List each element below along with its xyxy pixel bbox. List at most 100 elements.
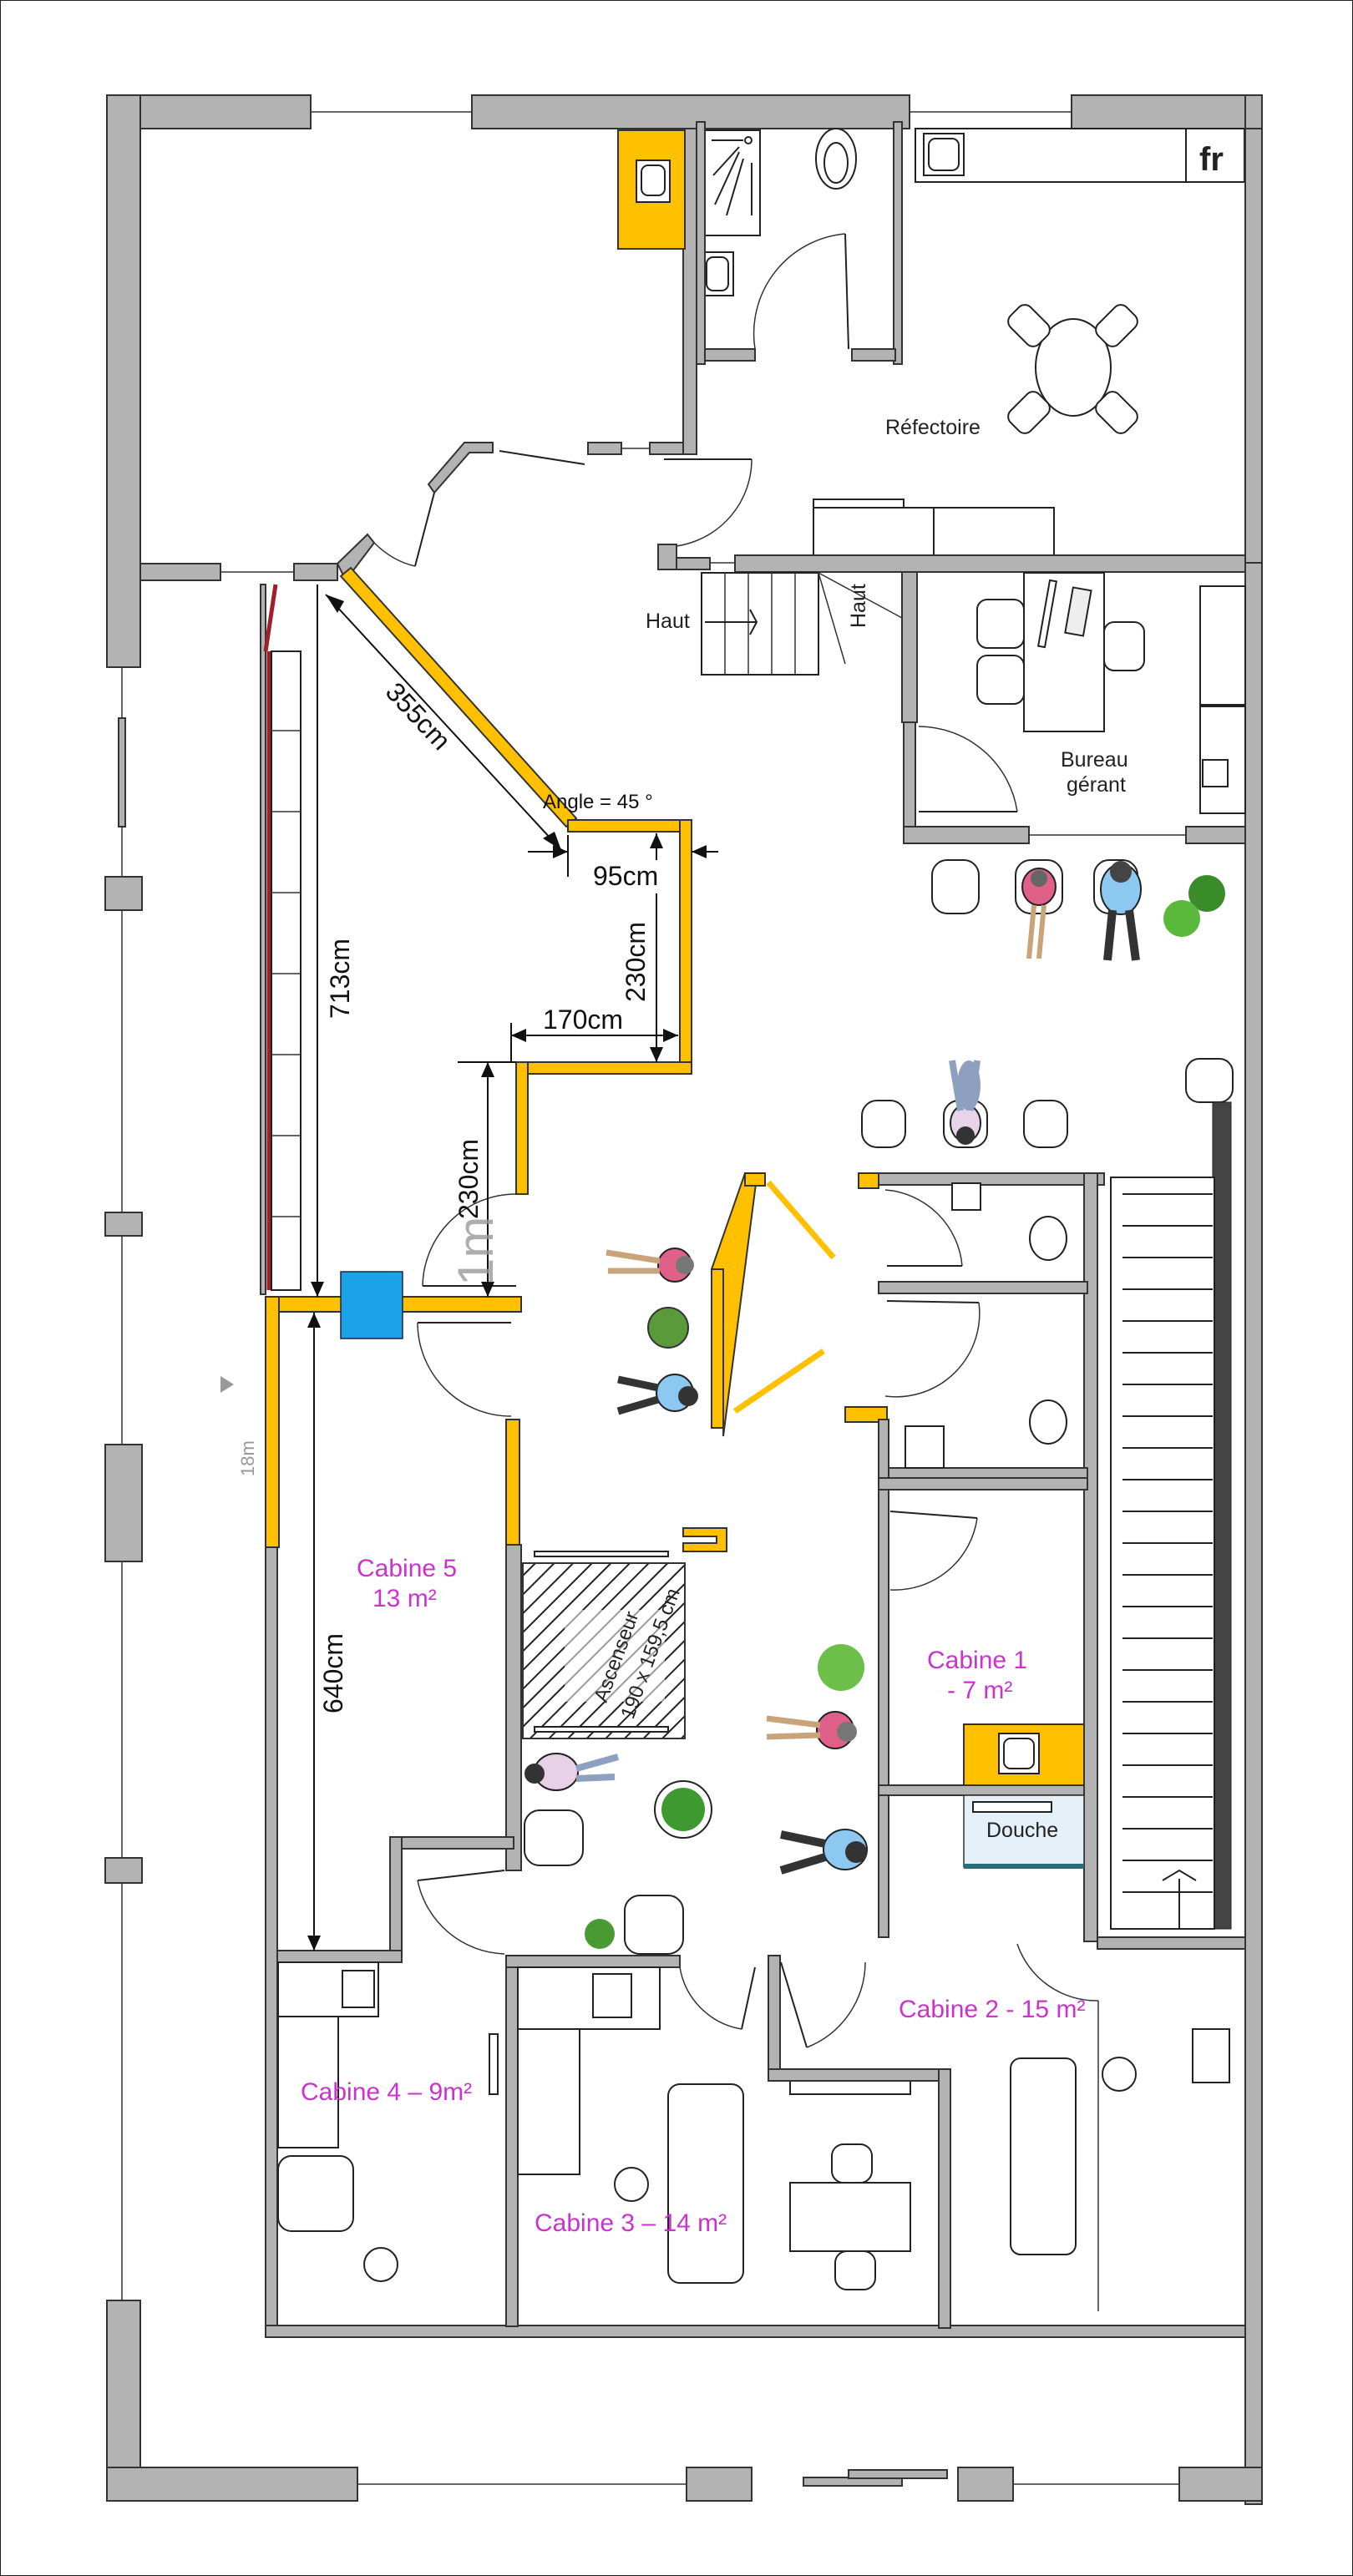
- wall-tl-seg: [587, 442, 622, 455]
- chair-desk-3: [1103, 621, 1145, 671]
- counter-cabin3-l: [517, 2028, 580, 2175]
- wall-stair-right: [901, 571, 918, 723]
- door-swing-cabin3: [679, 1966, 742, 2030]
- wc-wall-left: [878, 1419, 889, 1938]
- toilet-wc-1: [1029, 1216, 1067, 1261]
- person-head: [845, 1841, 867, 1863]
- person-legs-icon: [957, 1060, 981, 1111]
- wall-bath-right: [893, 121, 903, 365]
- person-legs: [779, 1830, 827, 1848]
- blue-sink-box: [340, 1271, 403, 1339]
- shower-edge: [964, 1864, 1084, 1869]
- dim-arrow: [511, 1029, 526, 1042]
- left-rail: [260, 584, 266, 1295]
- person-head: [678, 1386, 698, 1406]
- sink-cabin2: [1192, 2028, 1230, 2083]
- cabin2-left-wall: [938, 2068, 951, 2329]
- cabin3-label: Cabine 3 – 14 m²: [535, 2209, 727, 2237]
- counter-a: [813, 507, 935, 559]
- wall-tl-bottom: [139, 563, 221, 581]
- outer-walls: [104, 94, 1263, 2505]
- dim-640-label: 640cm: [318, 1633, 348, 1713]
- refectoire-right-wall: [1244, 128, 1263, 564]
- door-leaf-cabin1: [889, 1511, 978, 1519]
- armchair-cabin4: [277, 2155, 354, 2232]
- door-swing-bureau: [918, 726, 1018, 812]
- wall-tl-angle-top: [427, 442, 494, 494]
- dim-arrow: [307, 1936, 321, 1951]
- door-swing-cabin2: [806, 1961, 866, 2048]
- door-swing-cabin1: [889, 1517, 978, 1591]
- sink-cabin4: [342, 1970, 375, 2008]
- cabinet: [1199, 585, 1246, 706]
- door-leaf-tl-2: [499, 450, 585, 465]
- person-legs: [766, 1715, 821, 1728]
- elevator-door-top: [534, 1551, 669, 1557]
- person-legs: [1103, 909, 1117, 961]
- desk: [1023, 572, 1105, 732]
- shelving: [271, 650, 302, 1291]
- dim-arrow: [553, 845, 568, 858]
- stair-block: [701, 572, 819, 676]
- wc-wall-right: [1083, 1172, 1098, 1942]
- cabin2-label: Cabine 2 - 15 m²: [899, 1996, 1085, 2023]
- door-leaf-wc-2: [886, 1300, 980, 1303]
- cabine-5: Cabine 5 13 m²: [265, 1555, 514, 1963]
- door-swing-cabin5-bottom: [417, 1322, 512, 1417]
- elevator: Ascenseur 190 x 159,5 cm: [505, 1544, 686, 1871]
- door-swing-wc-2: [884, 1302, 981, 1398]
- plant-icon: [818, 1644, 864, 1691]
- door-leaf-cabin3: [741, 1966, 756, 2030]
- bottom-wall-2: [686, 2467, 753, 2502]
- dim-95-label: 95cm: [593, 861, 658, 891]
- shower-head-icon: [744, 136, 753, 144]
- yellow-wall-vertical: [515, 1061, 529, 1195]
- cabin4-label: Cabine 4 – 9m²: [301, 2078, 472, 2106]
- chair-refectoire-1: [1007, 304, 1051, 347]
- left-pier-2: [104, 1212, 143, 1237]
- yellow-wall-diagonal: [339, 566, 578, 828]
- chair-refectoire-2: [1095, 304, 1138, 347]
- refectoire: fr Réfectoire: [657, 128, 1263, 573]
- person-head: [676, 1256, 694, 1274]
- person-head: [837, 1722, 857, 1742]
- yellow-door-leaf-2: [733, 1349, 825, 1414]
- person-legs: [949, 1060, 964, 1111]
- top-wall-middle: [471, 94, 910, 129]
- person-legs: [1026, 904, 1036, 959]
- keyboard-icon: [1064, 586, 1092, 637]
- cabins-bottom-wall: [265, 2325, 1246, 2338]
- counter-top-a: [813, 498, 905, 509]
- waiting-top: [861, 859, 1234, 1930]
- sink-icon: [641, 164, 666, 196]
- plant-icon: [647, 1307, 689, 1349]
- dim-arrow: [663, 1029, 678, 1042]
- red-partition-angled: [263, 584, 278, 652]
- top-bathroom: [696, 121, 903, 365]
- chair-waiting-6: [1023, 1100, 1068, 1148]
- massage-table-cabin2: [1010, 2057, 1077, 2255]
- wall-bureau-bottom-b: [1185, 826, 1246, 844]
- dim-arrow: [481, 1282, 494, 1297]
- wc-block: [878, 1172, 1105, 1942]
- dim-170-label: 170cm: [543, 1005, 623, 1035]
- cabin3-right-wall-top: [768, 1955, 781, 2082]
- wall-bath-bottom-a: [704, 348, 756, 362]
- cabin3-wall-top: [505, 1955, 681, 1968]
- dim-arrow: [692, 845, 707, 858]
- shower-tray: [701, 129, 761, 236]
- yellow-corner: [682, 1527, 727, 1552]
- chair-lobby-1: [524, 1809, 584, 1866]
- stairs-up-label: Haut: [646, 610, 690, 633]
- left-slider-1: [118, 717, 126, 827]
- right-outer-wall: [1244, 94, 1263, 2505]
- yellow-wc-post-3: [844, 1406, 888, 1423]
- chair-waiting-4: [861, 1100, 906, 1148]
- cabin1-label-2: - 7 m²: [947, 1677, 1012, 1704]
- door-leaf-tl: [414, 492, 435, 567]
- elevator-door-bottom: [534, 1726, 669, 1733]
- yellow-wall-cabin5: [505, 1419, 520, 1546]
- top-wall-right: [1071, 94, 1263, 129]
- refectoire-label: Réfectoire: [885, 416, 981, 439]
